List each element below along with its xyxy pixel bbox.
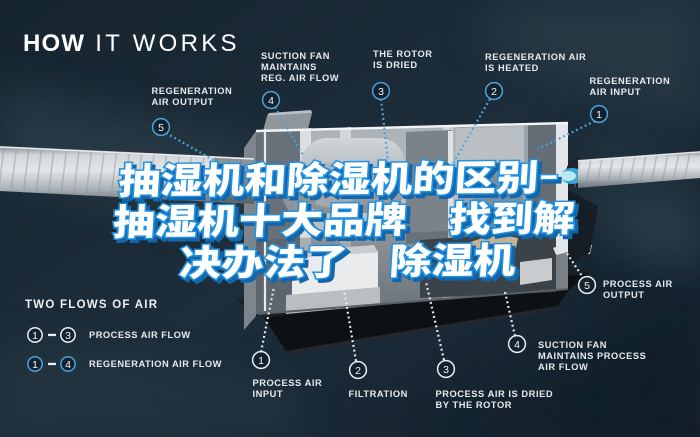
svg-text:5: 5 (158, 122, 164, 134)
svg-text:1: 1 (258, 355, 264, 367)
svg-text:1: 1 (596, 109, 602, 121)
svg-text:2: 2 (491, 86, 497, 98)
svg-text:1: 1 (32, 330, 38, 342)
svg-text:3: 3 (378, 86, 384, 98)
svg-text:3: 3 (65, 330, 71, 342)
svg-text:3: 3 (443, 364, 449, 376)
svg-text:1: 1 (32, 359, 38, 371)
svg-text:2: 2 (355, 365, 361, 377)
svg-text:5: 5 (584, 280, 590, 292)
svg-text:4: 4 (65, 359, 71, 371)
svg-text:4: 4 (268, 95, 274, 107)
svg-text:4: 4 (514, 339, 520, 351)
